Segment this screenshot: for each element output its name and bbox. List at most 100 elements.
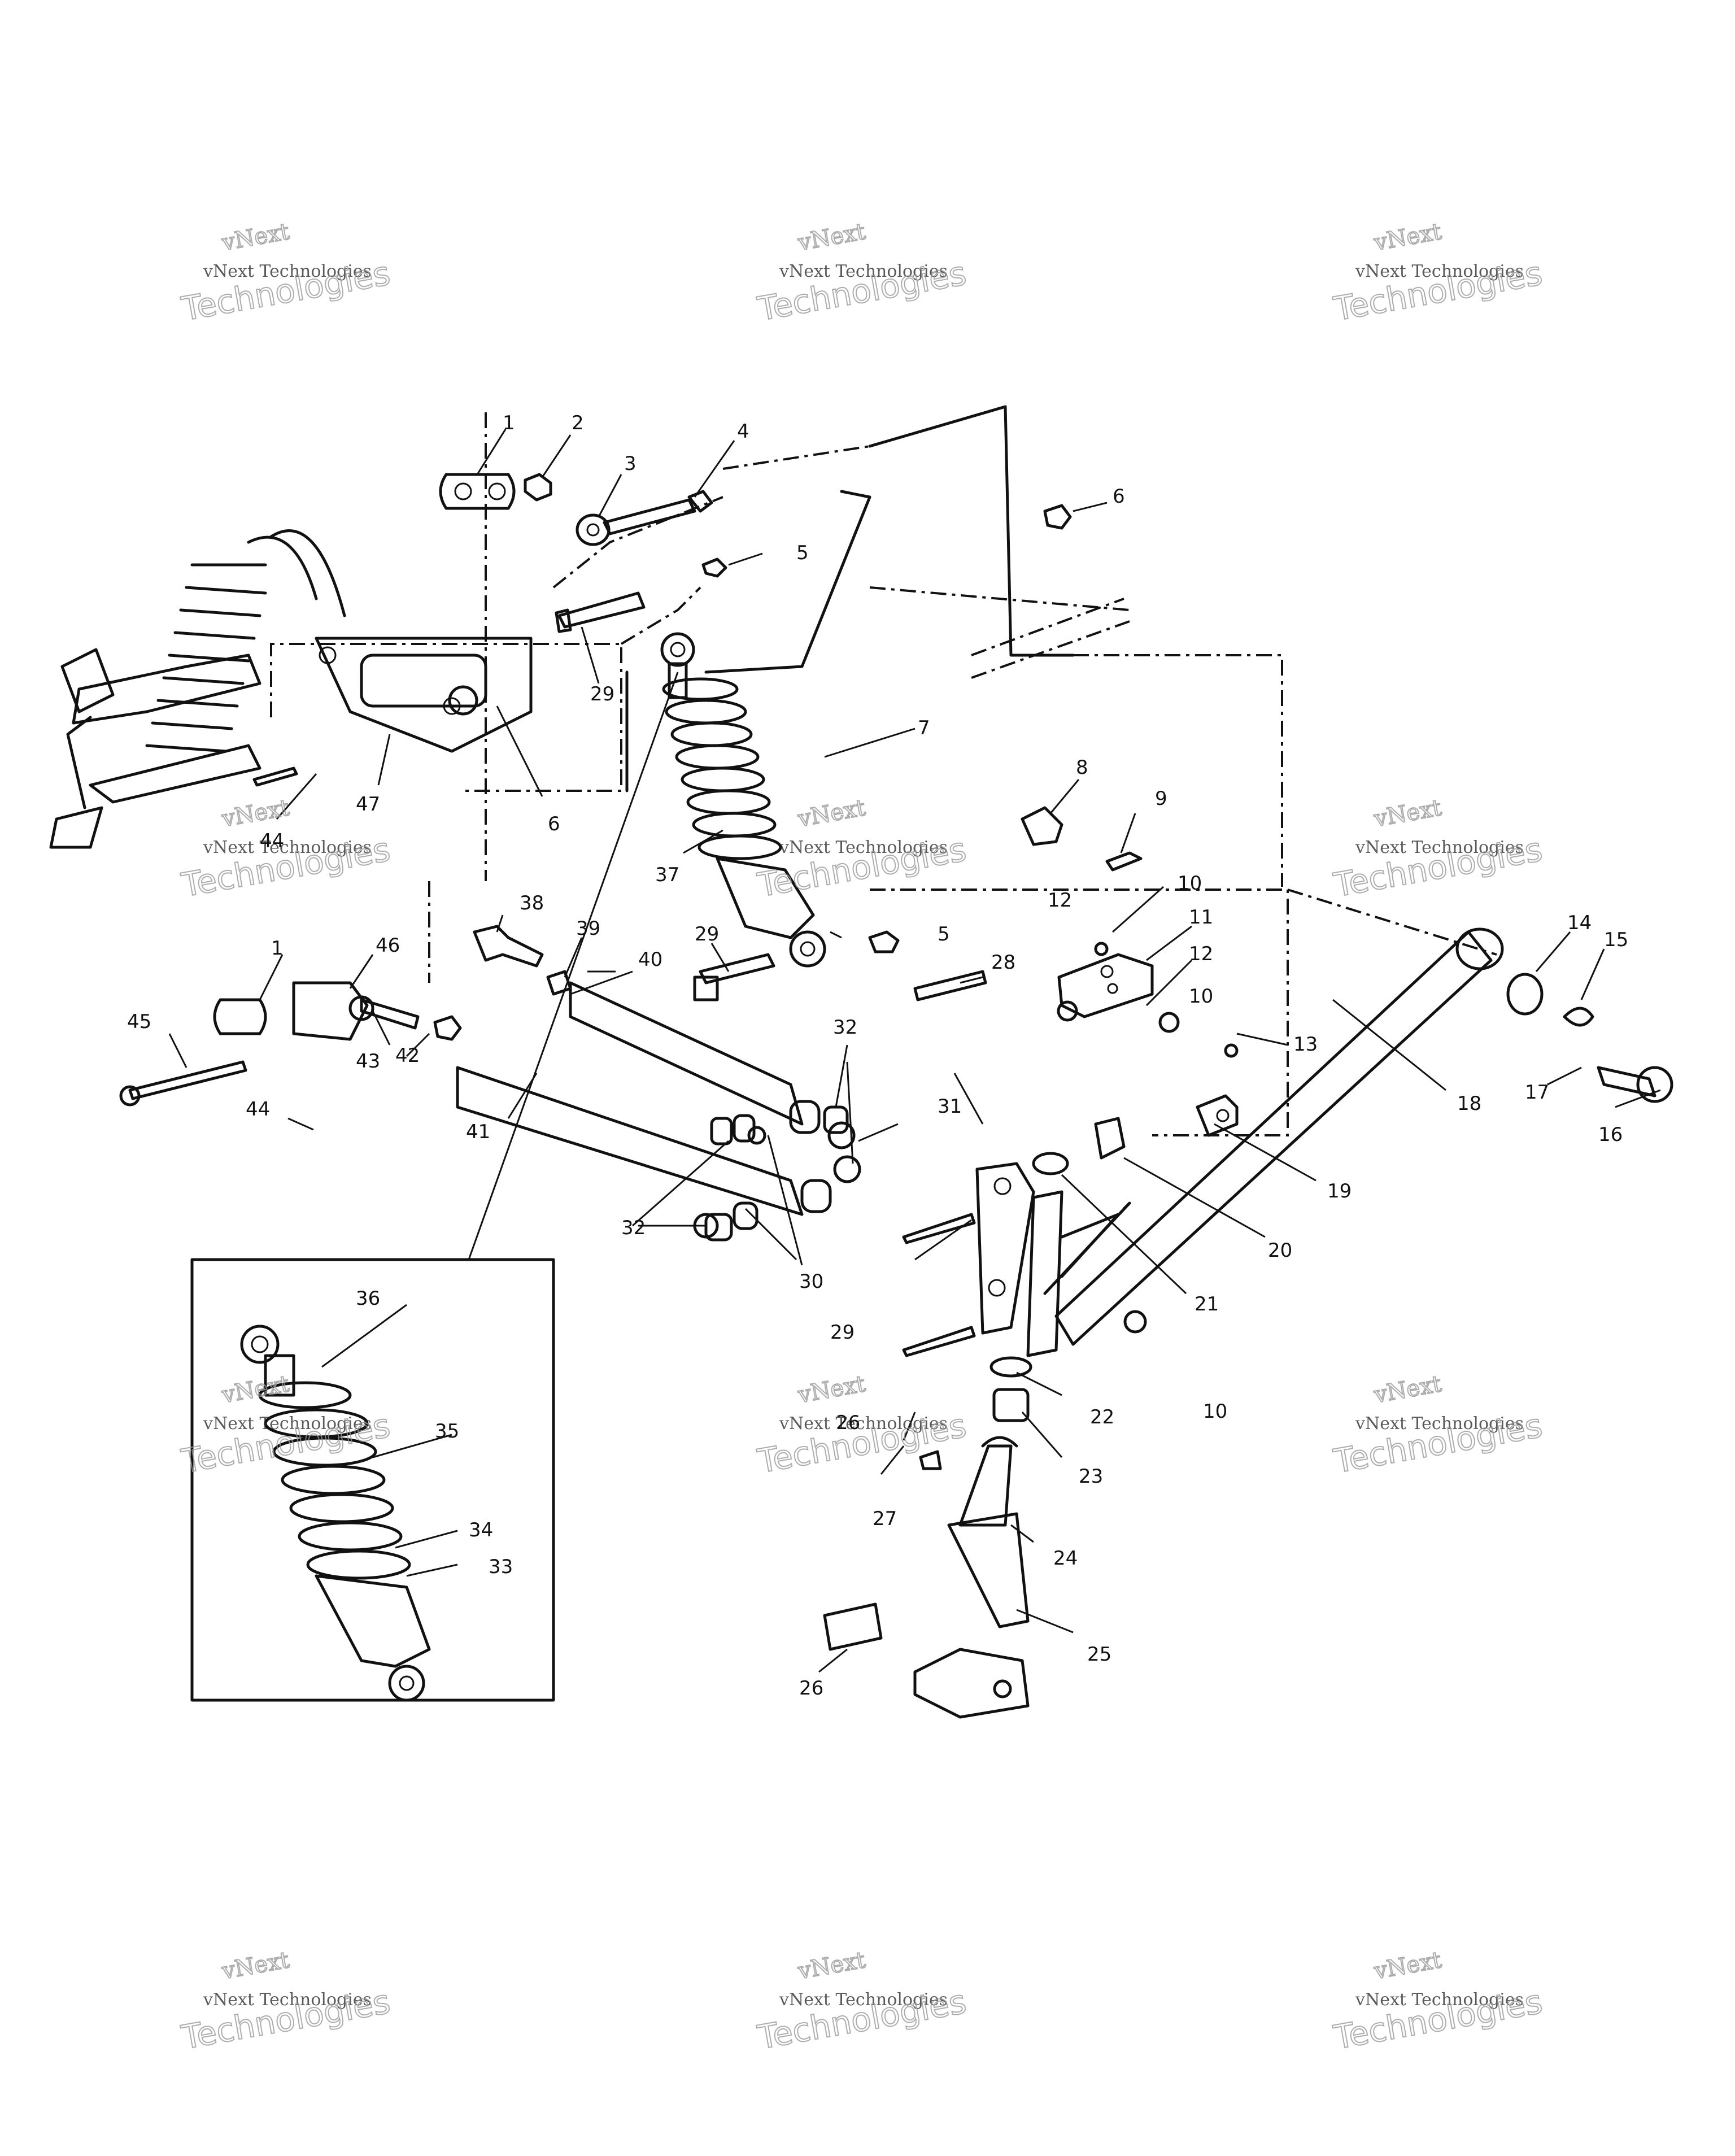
svg-text:vNext Technologies: vNext Technologies	[1355, 838, 1524, 857]
callout-7: 7	[918, 717, 930, 739]
callout-16: 16	[1598, 1123, 1623, 1146]
svg-text:vNext: vNext	[220, 1371, 291, 1408]
callout-44a: 44	[246, 1098, 270, 1121]
svg-text:vNext Technologies: vNext Technologies	[779, 1414, 948, 1434]
callout-38: 38	[520, 892, 544, 914]
svg-text:vNext Technologies: vNext Technologies	[779, 1990, 948, 2010]
svg-text:vNext: vNext	[796, 1371, 868, 1408]
callout-30: 30	[799, 1270, 823, 1293]
watermark-12: vNext vNext Technologies Technologies	[1330, 1946, 1546, 2057]
callout-29c: 29	[830, 1321, 855, 1344]
shock-detail-inset	[190, 1258, 555, 1702]
svg-text:vNext: vNext	[1372, 1947, 1444, 1984]
callout-5b: 5	[938, 923, 950, 946]
svg-text:vNext Technologies: vNext Technologies	[1355, 1990, 1524, 2010]
watermark-1: vNext vNext Technologies Technologies	[178, 218, 394, 329]
callout-40: 40	[638, 948, 662, 971]
left-front-suspension	[49, 529, 346, 849]
callout-28: 28	[991, 951, 1015, 974]
watermark-11: vNext vNext Technologies Technologies	[754, 1946, 970, 2057]
callout-26: 26	[799, 1677, 823, 1700]
callout-20: 20	[1268, 1239, 1292, 1262]
svg-text:vNext Technologies: vNext Technologies	[203, 838, 372, 857]
callout-36: 36	[356, 1287, 380, 1310]
callout-11: 11	[1189, 906, 1213, 929]
callout-27: 27	[873, 1508, 897, 1530]
callout-23: 23	[1079, 1465, 1103, 1488]
callout-29b: 29	[695, 923, 719, 946]
callout-numbers: 1 2 3 4 5 6 7 8 9 10 11 12 12 10 13 14 1…	[127, 412, 1628, 1700]
chassis-plate	[625, 405, 1075, 792]
callout-19: 19	[1327, 1180, 1352, 1203]
svg-text:vNext: vNext	[796, 219, 868, 256]
watermark-6: vNext vNext Technologies Technologies	[1330, 794, 1546, 905]
callout-35: 35	[435, 1420, 459, 1443]
trailing-arm	[1043, 927, 1504, 1346]
svg-text:vNext: vNext	[796, 1947, 868, 1984]
svg-text:vNext Technologies: vNext Technologies	[203, 1990, 372, 2010]
callout-15: 15	[1604, 929, 1628, 951]
callout-47: 47	[356, 793, 380, 816]
watermark-9: vNext vNext Technologies Technologies	[1330, 1370, 1546, 1481]
callout-34: 34	[469, 1519, 493, 1541]
callout-37: 37	[655, 864, 679, 886]
callout-32b: 32	[621, 1217, 646, 1239]
right-fasteners	[1021, 806, 1673, 1334]
svg-text:vNext Technologies: vNext Technologies	[1355, 262, 1524, 281]
svg-text:vNext Technologies: vNext Technologies	[779, 262, 948, 281]
callout-12: 12	[1048, 889, 1072, 912]
callout-2: 2	[572, 412, 584, 434]
watermark-10: vNext vNext Technologies Technologies	[178, 1946, 394, 2057]
callout-10: 10	[1178, 872, 1202, 895]
callout-26b: 26	[836, 1412, 860, 1434]
callout-9: 9	[1155, 787, 1167, 810]
svg-text:vNext: vNext	[1372, 219, 1444, 256]
callout-8: 8	[1076, 756, 1088, 779]
callout-18: 18	[1457, 1092, 1481, 1115]
callout-41: 41	[466, 1121, 490, 1143]
bushings-fasteners	[693, 1100, 861, 1242]
callout-6: 6	[1113, 485, 1125, 508]
callout-25: 25	[1087, 1643, 1111, 1666]
svg-text:vNext Technologies: vNext Technologies	[779, 838, 948, 857]
main-coil-spring	[662, 677, 782, 860]
callout-33: 33	[489, 1556, 513, 1578]
callout-31: 31	[938, 1095, 962, 1118]
main-shock-absorber	[660, 632, 826, 968]
left-coil-spring	[145, 563, 267, 753]
callout-17: 17	[1525, 1081, 1549, 1104]
callout-10c: 10	[1203, 1400, 1227, 1423]
callout-12b: 12	[1189, 943, 1213, 965]
callout-6b: 6	[548, 813, 560, 835]
callout-24: 24	[1053, 1547, 1078, 1570]
watermark-5: vNext vNext Technologies Technologies	[754, 794, 970, 905]
watermark-3: vNext vNext Technologies Technologies	[1330, 218, 1546, 329]
callout-46: 46	[376, 934, 400, 957]
callout-43: 43	[356, 1050, 380, 1073]
callout-13: 13	[1293, 1033, 1318, 1056]
svg-text:vNext Technologies: vNext Technologies	[203, 1414, 372, 1434]
callout-14: 14	[1567, 912, 1592, 934]
watermark-8: vNext vNext Technologies Technologies	[754, 1370, 970, 1481]
callout-4: 4	[737, 420, 749, 443]
callout-44b: 44	[260, 830, 284, 852]
top-fasteners	[439, 473, 1072, 633]
callout-45: 45	[127, 1011, 151, 1033]
callout-21: 21	[1195, 1293, 1219, 1316]
svg-text:vNext: vNext	[1372, 1371, 1444, 1408]
svg-text:vNext: vNext	[1372, 795, 1444, 832]
svg-text:vNext: vNext	[220, 795, 291, 832]
callout-1b: 1	[271, 937, 284, 960]
svg-text:vNext Technologies: vNext Technologies	[203, 262, 372, 281]
callout-5: 5	[796, 542, 809, 564]
svg-text:vNext: vNext	[220, 1947, 291, 1984]
callout-10b: 10	[1189, 985, 1213, 1008]
spindle-assembly	[823, 1152, 1069, 1719]
svg-text:vNext: vNext	[796, 795, 868, 832]
callout-1: 1	[503, 412, 515, 434]
leader-lines	[168, 429, 1661, 1673]
radius-rods	[456, 981, 804, 1216]
chassis-outline	[270, 405, 1497, 1136]
callout-32a: 32	[833, 1016, 857, 1039]
